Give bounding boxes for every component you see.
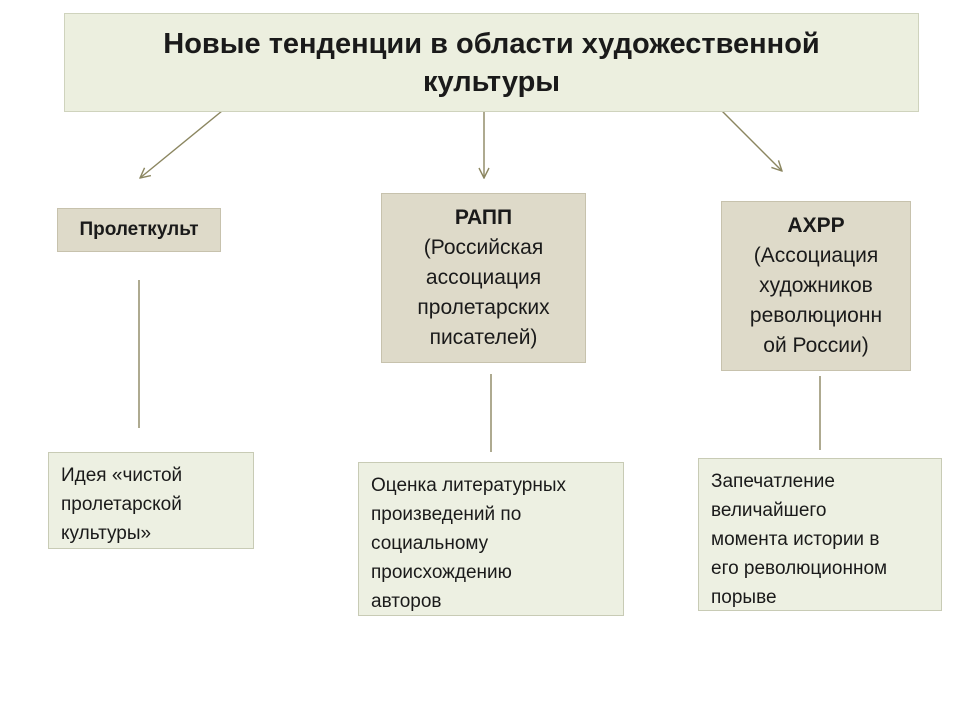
arrow-to-proletkult xyxy=(140,110,223,178)
idea-rapp-line-5: авторов xyxy=(371,591,442,612)
node-rapp-line-4: писателей) xyxy=(429,326,538,349)
idea-rapp-line-3: социальному xyxy=(371,533,489,554)
idea-rapp-line-1: Оценка литературных xyxy=(371,475,566,496)
node-akhrr-line-1: (Ассоциация xyxy=(753,244,879,267)
idea-rapp-line-4: происхождению xyxy=(371,562,512,583)
idea-proletkult-line-1: Идея «чистой xyxy=(61,465,183,486)
idea-proletkult-line-2: пролетарской xyxy=(61,494,182,515)
node-proletkult-title: Пролеткульт xyxy=(79,219,199,240)
node-akhrr-line-4: ой России) xyxy=(763,334,869,357)
idea-akhrr-line-5: порыве xyxy=(711,587,777,608)
node-akhrr: АХРР (Ассоциация художников революционн … xyxy=(721,201,911,371)
node-rapp-title: РАПП xyxy=(454,206,513,229)
idea-akhrr-line-3: момента истории в xyxy=(711,529,880,550)
idea-akhrr-line-1: Запечатление xyxy=(711,471,835,492)
diagram-title: Новые тенденции в области художественной… xyxy=(64,13,919,112)
idea-akhrr-line-2: величайшего xyxy=(711,500,827,521)
node-proletkult: Пролеткульт xyxy=(57,208,221,252)
idea-rapp: Оценка литературных произведений по соци… xyxy=(358,462,624,616)
node-rapp-line-2: ассоциация xyxy=(425,266,542,289)
node-rapp-line-1: (Российская xyxy=(423,236,544,259)
idea-akhrr: Запечатление величайшего момента истории… xyxy=(698,458,942,611)
idea-proletkult-line-3: культуры» xyxy=(61,523,152,544)
node-akhrr-line-2: художников xyxy=(759,274,873,297)
arrow-to-akhrr xyxy=(721,110,782,171)
node-akhrr-title: АХРР xyxy=(787,214,845,237)
node-rapp-line-3: пролетарских xyxy=(417,296,550,319)
node-rapp: РАПП (Российская ассоциация пролетарских… xyxy=(381,193,586,363)
diagram-title-text: Новые тенденции в области художественной… xyxy=(163,27,820,98)
idea-proletkult: Идея «чистой пролетарской культуры» xyxy=(48,452,254,549)
idea-rapp-line-2: произведений по xyxy=(371,504,522,525)
idea-akhrr-line-4: его революционном xyxy=(711,558,888,579)
node-akhrr-line-3: революционн xyxy=(749,304,883,327)
